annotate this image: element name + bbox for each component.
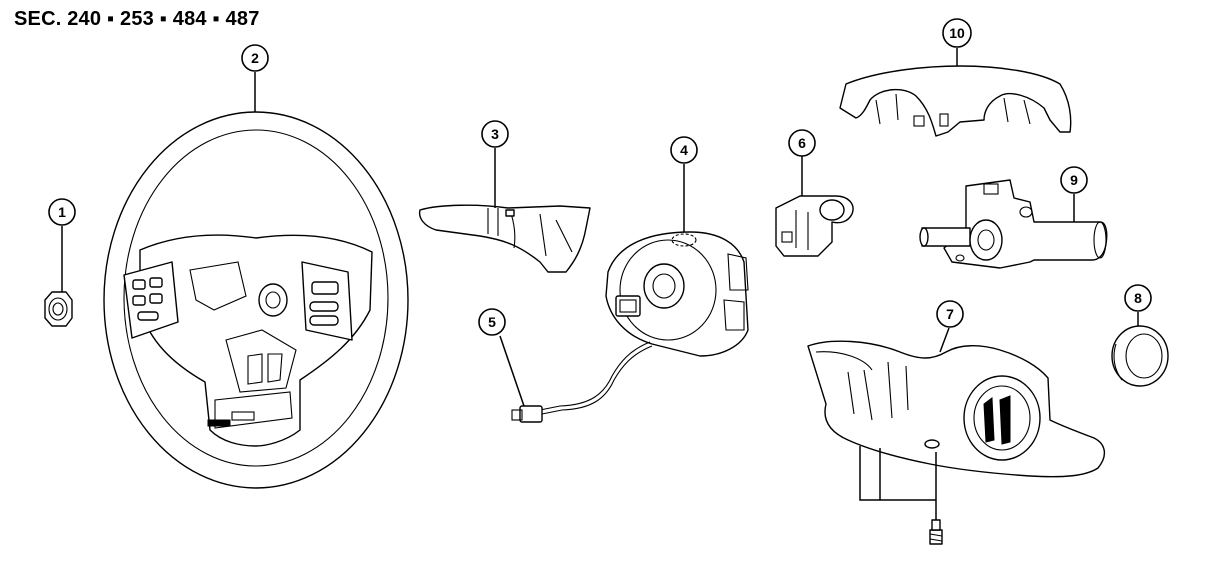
part-3-combination-switch-lever bbox=[418, 204, 591, 273]
part-7-fastener-screw bbox=[859, 446, 943, 545]
callout-label-5: 5 bbox=[488, 314, 496, 330]
callout-5: 5 bbox=[478, 308, 506, 336]
callout-label-1: 1 bbox=[58, 204, 66, 220]
callout-label-4: 4 bbox=[680, 142, 688, 158]
callout-label-8: 8 bbox=[1134, 290, 1142, 306]
part-8-key-ring-bezel bbox=[1111, 325, 1169, 387]
part-4-spiral-cable bbox=[605, 231, 749, 357]
callout-label-6: 6 bbox=[798, 135, 806, 151]
part-6-switch bbox=[775, 195, 854, 257]
callout-label-9: 9 bbox=[1070, 172, 1078, 188]
callout-label-2: 2 bbox=[251, 50, 259, 66]
callout-6: 6 bbox=[788, 129, 816, 157]
callout-7: 7 bbox=[936, 300, 964, 328]
part-2-steering-wheel bbox=[103, 111, 409, 489]
section-reference: SEC. 240 ▪ 253 ▪ 484 ▪ 487 bbox=[14, 8, 260, 30]
part-5-harness-connector bbox=[511, 341, 653, 423]
callout-2: 2 bbox=[241, 44, 269, 72]
part-9-steering-lock bbox=[919, 179, 1108, 269]
part-1-nut bbox=[44, 291, 73, 327]
callout-label-3: 3 bbox=[491, 126, 499, 142]
callout-9: 9 bbox=[1060, 166, 1088, 194]
callout-10: 10 bbox=[942, 18, 972, 48]
callout-label-10: 10 bbox=[949, 25, 965, 41]
callout-4: 4 bbox=[670, 136, 698, 164]
callout-leaders bbox=[61, 48, 1139, 407]
part-7-lower-column-cover bbox=[807, 340, 1105, 478]
callout-label-7: 7 bbox=[946, 306, 954, 322]
part-10-upper-column-cover bbox=[839, 65, 1072, 137]
callout-8: 8 bbox=[1124, 284, 1152, 312]
callout-1: 1 bbox=[48, 198, 76, 226]
callout-3: 3 bbox=[481, 120, 509, 148]
